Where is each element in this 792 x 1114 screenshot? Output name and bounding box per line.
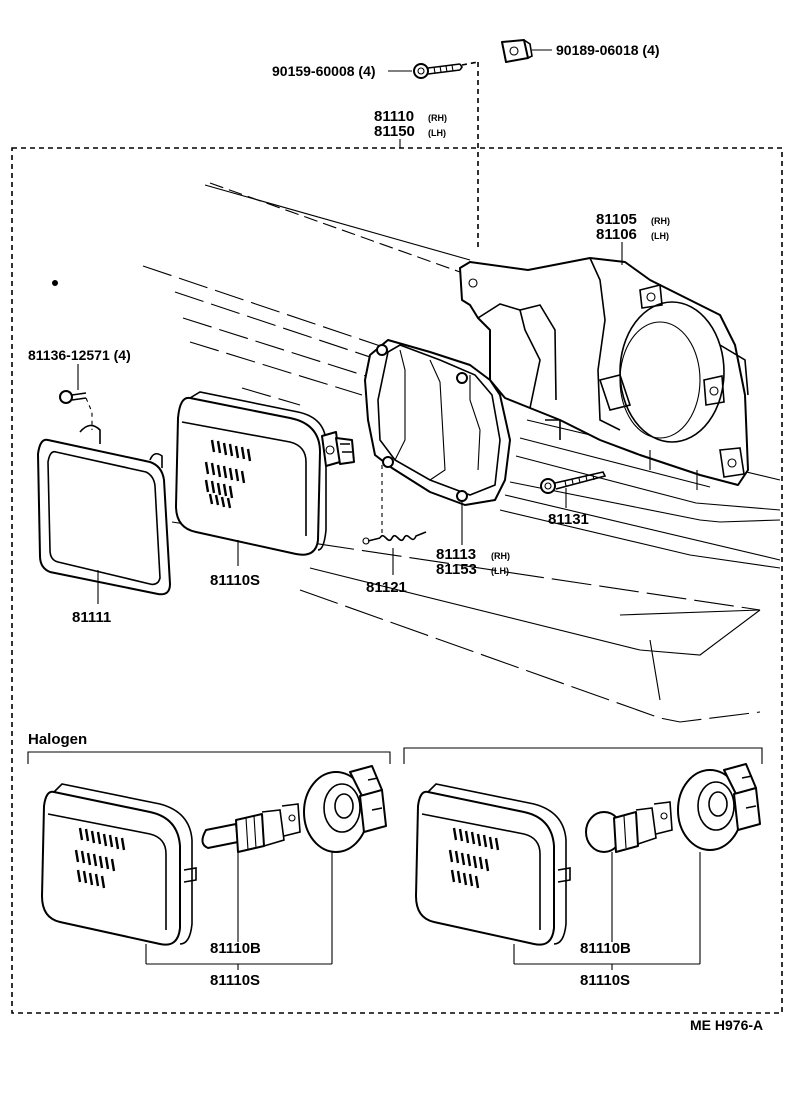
headlamp-rim: 81111 <box>37 424 171 626</box>
halogen-right-unit-label: 81110S <box>580 972 630 989</box>
rim-label: 81111 <box>72 609 111 626</box>
halogen-right-bulb-label: 81110B <box>580 940 631 957</box>
halogen-right-bulb <box>585 801 673 853</box>
halogen-right-bracket <box>403 747 763 764</box>
clip-top-label: 90189-06018 (4) <box>556 42 660 58</box>
assy-main-suffix: (RH) <box>428 113 447 123</box>
bracket-main-suffix: (RH) <box>651 216 670 226</box>
bolt-top-label: 90159-60008 (4) <box>272 63 376 79</box>
assy-main-number: 81110 <box>374 108 414 125</box>
bracket-main-number: 81105 <box>596 211 637 228</box>
clip-top-callout: 90189-06018 (4) <box>501 39 660 63</box>
adjust-screw-label: 81131 <box>548 511 589 528</box>
halogen-left-bracket <box>27 751 391 764</box>
bolt-top-icon <box>413 63 463 79</box>
housing-alt-suffix: (LH) <box>491 566 509 576</box>
halogen-right-leaders <box>513 852 701 970</box>
small-screw-callout: 81136-12571 (4) <box>28 347 131 430</box>
halogen-left-lens-pattern <box>74 827 126 889</box>
halogen-right-socket <box>677 763 761 851</box>
halogen-right-lens-pattern <box>448 827 500 889</box>
bracket-alt-suffix: (LH) <box>651 231 669 241</box>
bolt-top-callout: 90159-60008 (4) <box>272 63 463 79</box>
clip-top-icon <box>501 39 533 63</box>
bulb-socket <box>321 431 355 467</box>
figure-code: ME H976-A <box>690 1017 763 1033</box>
assembly-frame <box>11 147 783 1014</box>
adjust-screw-81131: 81131 <box>540 471 607 528</box>
assy-label-group: 81110 (RH) 81150 (LH) <box>374 108 447 140</box>
assy-alt-suffix: (LH) <box>428 128 446 138</box>
housing-alt-number: 81153 <box>436 561 477 578</box>
halogen-title: Halogen <box>28 731 87 748</box>
halogen-left-unit <box>41 783 197 946</box>
lens-pattern <box>204 439 252 509</box>
housing-label-group: 81113 (RH) 81153 (LH) <box>436 546 510 578</box>
bracket-label-group: 81105 (RH) 81106 (LH) <box>596 211 670 243</box>
halogen-right-unit <box>415 783 571 946</box>
halogen-left-socket <box>303 765 387 853</box>
halogen-left-bulb <box>201 803 301 853</box>
sealed-beam-unit: 81110S <box>175 391 355 589</box>
housing-main-number: 81113 <box>436 546 476 563</box>
halogen-left-leaders <box>145 852 333 970</box>
small-screw-label: 81136-12571 (4) <box>28 347 131 363</box>
halogen-left-unit-label: 81110S <box>210 972 260 989</box>
spring-81121: 81121 <box>362 465 427 596</box>
headlamp-housing <box>364 339 511 506</box>
bracket-alt-number: 81106 <box>596 226 637 243</box>
headlamp-bracket <box>459 257 749 490</box>
unit-label: 81110S <box>210 572 260 589</box>
spring-label: 81121 <box>366 579 407 596</box>
halogen-left-bulb-label: 81110B <box>210 940 261 957</box>
housing-main-suffix: (RH) <box>491 551 510 561</box>
assy-alt-number: 81150 <box>374 123 415 140</box>
